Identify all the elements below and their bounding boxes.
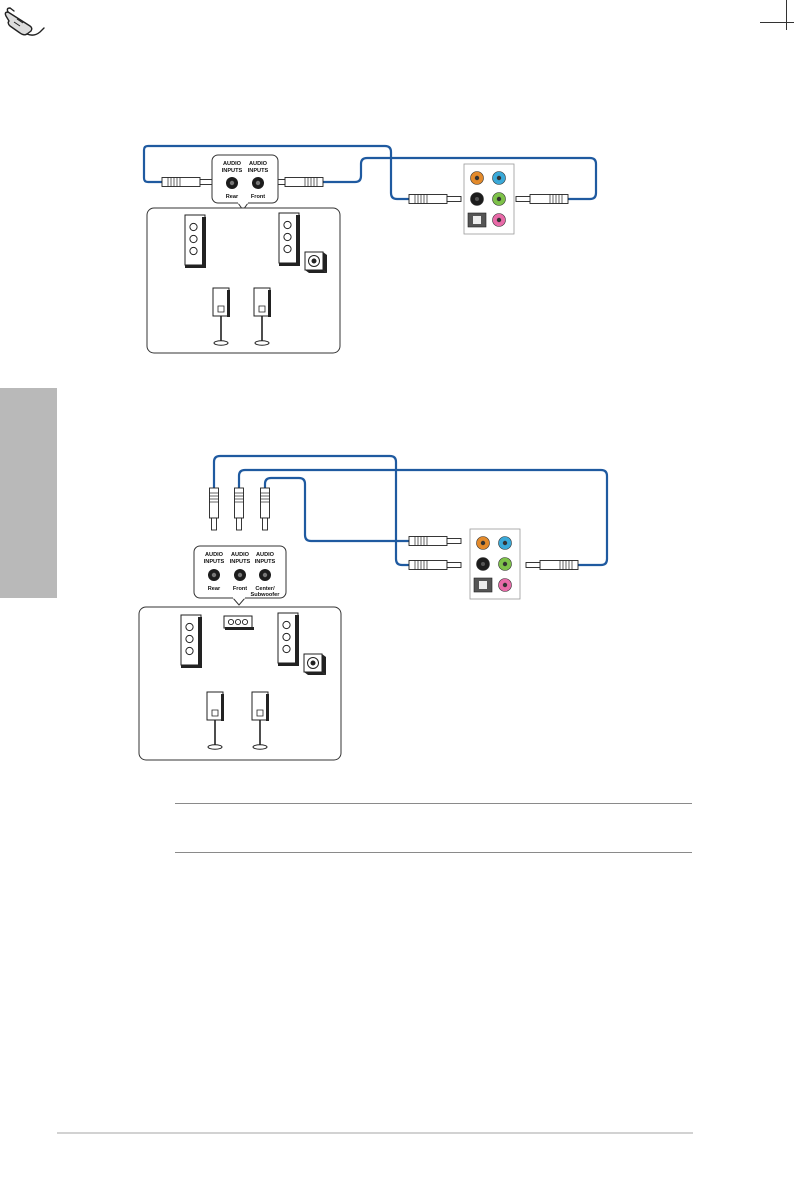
- rear-audio-io-panel-icon: [470, 529, 520, 599]
- rear-audio-io-panel-icon: [464, 164, 514, 234]
- hand-pointer-icon: [0, 0, 50, 40]
- audio-plug-icon: [210, 488, 219, 530]
- tower-speaker-icon: [181, 615, 202, 668]
- inputs-label-line2: INPUTS: [248, 168, 269, 174]
- audio-plug-icon: [409, 195, 461, 204]
- audio-plug-icon: [409, 561, 461, 570]
- audio-plug-icon: [526, 561, 578, 570]
- tower-speaker-icon: [278, 613, 299, 666]
- inputs-label-line2: INPUTS: [255, 559, 276, 565]
- cable: [323, 158, 596, 199]
- cable: [265, 478, 409, 541]
- audio-inputs-panel: AUDIO INPUTS AUDIO INPUTS Rear Front: [212, 155, 278, 210]
- tower-speaker-icon: [185, 215, 206, 268]
- speaker-system-box: [139, 607, 341, 760]
- inputs-label-line1: AUDIO: [256, 552, 275, 558]
- inputs-label-line1: AUDIO: [205, 552, 224, 558]
- audio-plug-icon: [271, 178, 323, 187]
- inputs-label-line1: AUDIO: [249, 161, 268, 167]
- cable: [239, 470, 607, 565]
- inputs-label-line2: INPUTS: [204, 559, 225, 565]
- jack-label-front: Front: [251, 194, 265, 200]
- audio-plug-icon: [261, 488, 270, 530]
- tower-speaker-icon: [279, 213, 300, 266]
- center-speaker-icon: [224, 616, 254, 630]
- speaker-system-box: [147, 208, 340, 353]
- jack-label-rear: Rear: [208, 586, 221, 592]
- inputs-label-line1: AUDIO: [231, 552, 250, 558]
- audio-inputs-panel: AUDIO INPUTS AUDIO INPUTS AUDIO INPUTS R…: [194, 546, 286, 605]
- subwoofer-icon: [304, 654, 326, 675]
- audio-plug-icon: [516, 195, 568, 204]
- inputs-label-line2: INPUTS: [222, 168, 243, 174]
- footer-rule: [57, 1132, 693, 1134]
- note-top-rule: [175, 803, 692, 804]
- inputs-label-line2: INPUTS: [230, 559, 251, 565]
- jack-label-front: Front: [233, 586, 247, 592]
- audio-jack-icon: [259, 569, 271, 581]
- audio-jack-icon: [208, 569, 220, 581]
- audio-plug-icon: [235, 488, 244, 530]
- audio-jack-icon: [226, 177, 238, 189]
- subwoofer-icon: [305, 252, 327, 273]
- audio-jack-icon: [252, 177, 264, 189]
- jack-label-rear: Rear: [226, 194, 239, 200]
- diagram-multichannel: AUDIO INPUTS AUDIO INPUTS AUDIO INPUTS R…: [139, 456, 607, 760]
- diagram-2ch: AUDIO INPUTS AUDIO INPUTS Rear Front: [144, 146, 596, 353]
- audio-plug-icon: [409, 537, 461, 546]
- inputs-label-line1: AUDIO: [223, 161, 242, 167]
- audio-jack-icon: [234, 569, 246, 581]
- audio-plug-icon: [162, 178, 214, 187]
- note-bottom-rule: [175, 852, 692, 853]
- jack-label-subwoofer: Subwoofer: [251, 592, 281, 598]
